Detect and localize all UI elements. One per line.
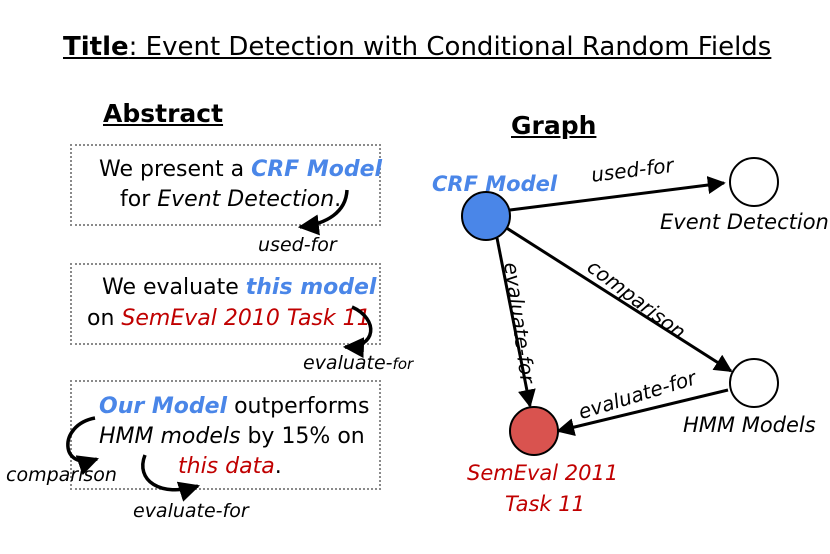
node-label-semeval-2: Task 11 bbox=[505, 492, 585, 516]
node-semeval bbox=[509, 406, 559, 456]
sentence-text: on bbox=[87, 306, 122, 331]
relation-label-part: evaluate- bbox=[303, 352, 393, 374]
node-label-crf-model: CRF Model bbox=[432, 172, 558, 196]
relation-label-used-for: used-for bbox=[258, 234, 337, 256]
sentence-text: . bbox=[334, 187, 342, 212]
sentence-text: . bbox=[274, 454, 282, 479]
edge-evaluate-for-hmm bbox=[556, 388, 729, 436]
relation-label-evaluate-for: evaluate-for bbox=[303, 354, 413, 373]
edge-evaluate-for-vertical bbox=[495, 237, 536, 408]
entity-crf-model: CRF Model bbox=[251, 157, 383, 182]
sentence-text: by 15% on bbox=[240, 424, 365, 449]
abstract-box-1 bbox=[70, 144, 381, 226]
graph-heading: Graph bbox=[511, 111, 597, 140]
abstract-sentence-3-line-2: HMM models by 15% on bbox=[99, 426, 365, 448]
entity-semeval: SemEval 2010 Task 11 bbox=[121, 306, 371, 331]
curved-arrow-evaluate-for bbox=[342, 305, 373, 359]
sentence-text: outperforms bbox=[227, 394, 370, 419]
abstract-sentence-2-line-1: We evaluate this model bbox=[102, 277, 376, 299]
abstract-heading: Abstract bbox=[103, 99, 224, 128]
node-hmm-models bbox=[729, 358, 779, 408]
abstract-sentence-1-line-2: for Event Detection. bbox=[120, 189, 341, 211]
sentence-text: We present a bbox=[99, 157, 252, 182]
sentence-text: We evaluate bbox=[102, 275, 246, 300]
relation-label-evaluate-for-2: evaluate-for bbox=[133, 500, 249, 522]
sentence-text: for bbox=[120, 187, 158, 212]
entity-this-model: this model bbox=[245, 275, 377, 300]
edge-comparison bbox=[504, 225, 733, 373]
entity-our-model: Our Model bbox=[99, 394, 228, 419]
node-crf-model bbox=[461, 191, 511, 241]
abstract-sentence-2-line-2: on SemEval 2010 Task 11 bbox=[87, 308, 371, 330]
node-label-hmm-models: HMM Models bbox=[683, 413, 816, 437]
title-text: : Event Detection with Conditional Rando… bbox=[128, 32, 772, 62]
curved-arrow-evaluate-for-2 bbox=[141, 454, 201, 502]
relation-label-part: for bbox=[392, 355, 414, 373]
curved-arrow-comparison bbox=[66, 416, 99, 476]
entity-event-detection: Event Detection bbox=[157, 187, 335, 212]
abstract-sentence-1-line-1: We present a CRF Model bbox=[99, 159, 382, 181]
curved-arrow-used-for bbox=[297, 189, 349, 236]
abstract-sentence-3-line-3: this data. bbox=[178, 456, 282, 478]
node-event-detection bbox=[729, 157, 779, 207]
abstract-sentence-3-line-1: Our Model outperforms bbox=[99, 396, 369, 418]
abstract-box-2 bbox=[70, 263, 381, 345]
title-prefix: Title bbox=[63, 32, 129, 62]
page-title: Title: Event Detection with Conditional … bbox=[63, 34, 771, 60]
edge-used-for bbox=[509, 176, 726, 212]
node-label-event-detection: Event Detection bbox=[660, 210, 829, 234]
entity-hmm-models: HMM models bbox=[99, 424, 241, 449]
entity-this-data: this data bbox=[178, 454, 275, 479]
node-label-semeval-1: SemEval 2011 bbox=[467, 461, 619, 485]
